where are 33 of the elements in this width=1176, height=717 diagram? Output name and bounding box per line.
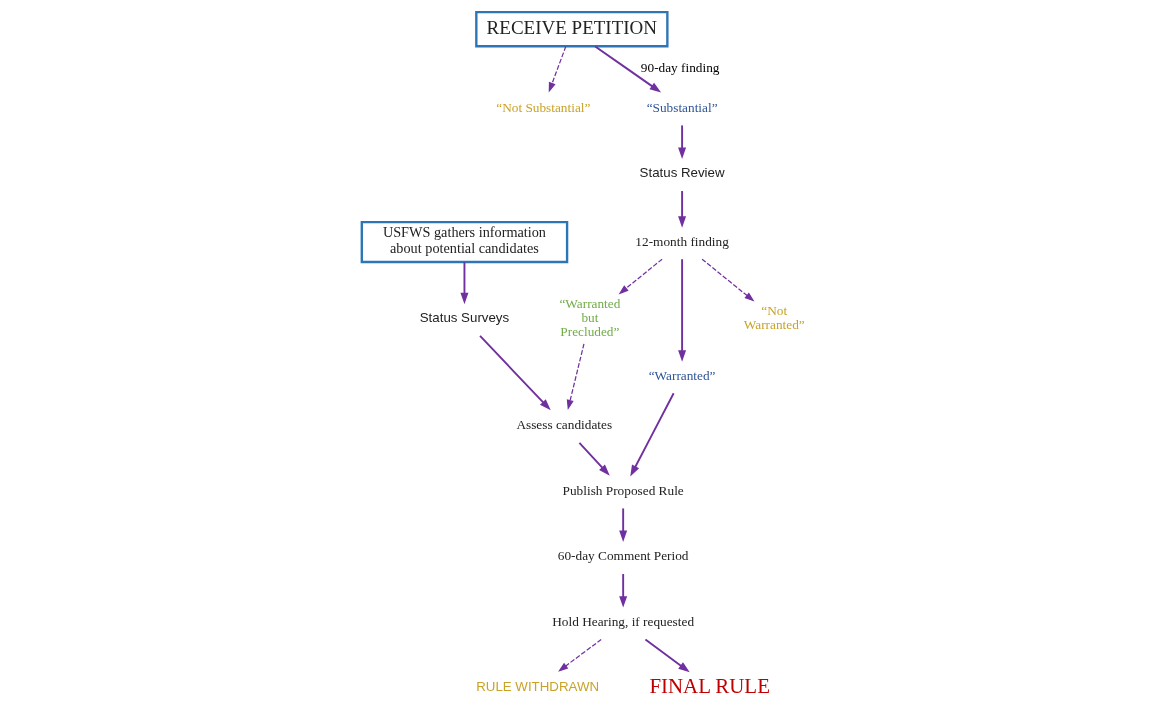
arrow — [678, 124, 687, 159]
node-text: FINAL RULE — [649, 674, 770, 699]
arrow — [618, 258, 663, 295]
node-box: USFWS gathers information about potential candidates — [360, 220, 569, 264]
node-text: “Not Warranted” — [743, 302, 805, 333]
arrow — [619, 507, 628, 543]
node-text: Status Review — [639, 165, 725, 181]
arrow — [630, 392, 675, 477]
node-text: RULE WITHDRAWN — [476, 679, 600, 695]
arrow — [460, 261, 469, 305]
arrow — [566, 343, 585, 410]
node-text: 12-month finding — [635, 233, 729, 249]
arrow — [578, 441, 610, 476]
arrow — [678, 190, 687, 228]
node-text: Publish Proposed Rule — [562, 482, 684, 498]
arrow — [619, 573, 628, 608]
node-text: “Warranted but Precluded” — [559, 295, 621, 340]
node-text: Status Surveys — [419, 310, 510, 326]
node-text: “Warranted” — [648, 367, 716, 383]
arrow — [548, 45, 567, 93]
arrow — [558, 638, 602, 672]
node-text: “Substantial” — [646, 99, 718, 115]
arrow — [701, 258, 755, 302]
arrow — [644, 638, 690, 673]
edge-label: 90-day finding — [640, 60, 720, 76]
arrow — [678, 258, 687, 362]
node-text: 60-day Comment Period — [557, 548, 689, 564]
node-text: Hold Hearing, if requested — [552, 613, 695, 629]
node-text: “Not Substantial” — [496, 99, 591, 115]
arrow — [479, 335, 551, 411]
node-text: Assess candidates — [516, 417, 613, 433]
node-box: RECEIVE PETITION — [475, 10, 669, 48]
arrow — [594, 45, 662, 93]
